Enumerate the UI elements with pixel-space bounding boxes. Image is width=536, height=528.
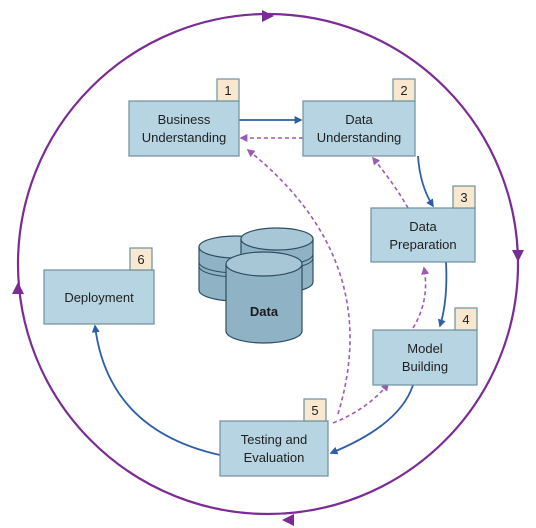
step-label-line2: Evaluation	[244, 450, 305, 465]
feedback-arrow-building-to-preparation	[412, 266, 430, 329]
step-number-box	[216, 78, 240, 102]
step-label-line2: Understanding	[142, 130, 227, 145]
step-number-box	[129, 247, 153, 271]
step-label-line1: Deployment	[64, 290, 134, 305]
feedback-arrow-testing-to-building	[332, 382, 389, 424]
data-store-icon: Data	[198, 227, 314, 344]
step-label-line1: Testing and	[241, 432, 308, 447]
step-label-line1: Business	[158, 112, 211, 127]
step-box	[219, 420, 329, 477]
step-label-line1: Data	[345, 112, 373, 127]
arrow-building-to-testing	[329, 384, 414, 455]
step-number-box	[454, 307, 478, 331]
step-number-box	[452, 185, 476, 209]
step-number: 1	[224, 83, 231, 98]
data-store-label: Data	[250, 304, 279, 319]
step-number-box	[303, 398, 327, 422]
step-number: 2	[400, 83, 407, 98]
feedback-arrow-testing-to-business	[246, 148, 351, 415]
step-number: 6	[137, 252, 144, 267]
step-box	[302, 100, 416, 157]
feedback-arrow-preparation-to-data	[371, 156, 409, 209]
step-label-line1: Model	[407, 341, 443, 356]
step-label-line2: Building	[402, 359, 448, 374]
arrow-preparation-to-building	[438, 261, 448, 328]
step-deployment: 6 Deployment	[43, 247, 155, 325]
cylinder-front	[225, 251, 303, 344]
step-number: 5	[311, 403, 318, 418]
step-number: 3	[460, 190, 467, 205]
arrow-data-to-preparation	[417, 155, 434, 208]
step-testing-evaluation: 5 Testing and Evaluation	[219, 398, 329, 477]
step-box	[128, 100, 240, 157]
cycle-arrow-left	[12, 282, 24, 294]
step-box	[43, 269, 155, 325]
step-model-building: 4 Model Building	[372, 307, 478, 386]
cycle-arrow-bottom	[282, 514, 294, 526]
step-number: 4	[462, 312, 469, 327]
step-data-understanding: 2 Data Understanding	[302, 78, 416, 157]
step-number-box	[392, 78, 416, 102]
step-box	[370, 207, 476, 263]
step-label-line2: Understanding	[317, 130, 402, 145]
step-label-line2: Preparation	[389, 237, 456, 252]
step-box	[372, 329, 478, 386]
step-business-understanding: 1 Business Understanding	[128, 78, 240, 157]
cycle-arrow-right	[512, 250, 524, 262]
arrow-testing-to-deployment	[91, 324, 221, 456]
step-label-line1: Data	[409, 219, 437, 234]
cycle-arrow-top	[262, 10, 274, 22]
step-data-preparation: 3 Data Preparation	[370, 185, 476, 263]
